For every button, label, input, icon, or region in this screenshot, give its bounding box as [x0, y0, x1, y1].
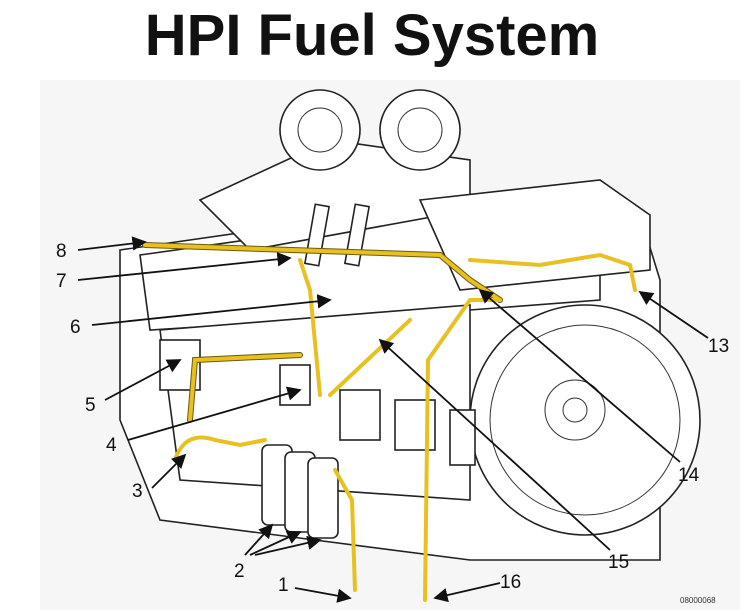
callout-6: 6	[70, 317, 81, 338]
callout-8: 8	[56, 241, 67, 262]
callout-5: 5	[85, 395, 96, 416]
callout-2: 2	[234, 561, 245, 582]
fuel-filters	[261, 444, 339, 539]
callout-3: 3	[132, 481, 143, 502]
callout-1: 1	[278, 575, 289, 596]
callout-15: 15	[608, 552, 629, 573]
callout-7: 7	[56, 271, 67, 292]
fuel-lines	[142, 242, 637, 602]
callout-labels: 8 7 6 5 4 3 2 1 16 15 14 13 08000068	[56, 241, 729, 605]
callout-13: 13	[708, 336, 729, 357]
page-title: HPI Fuel System	[144, 3, 600, 68]
callout-4: 4	[106, 435, 117, 456]
callout-14: 14	[678, 465, 700, 486]
callout-16: 16	[500, 572, 521, 593]
callout-leaders	[77, 236, 709, 603]
figure-code: 08000068	[680, 596, 716, 605]
